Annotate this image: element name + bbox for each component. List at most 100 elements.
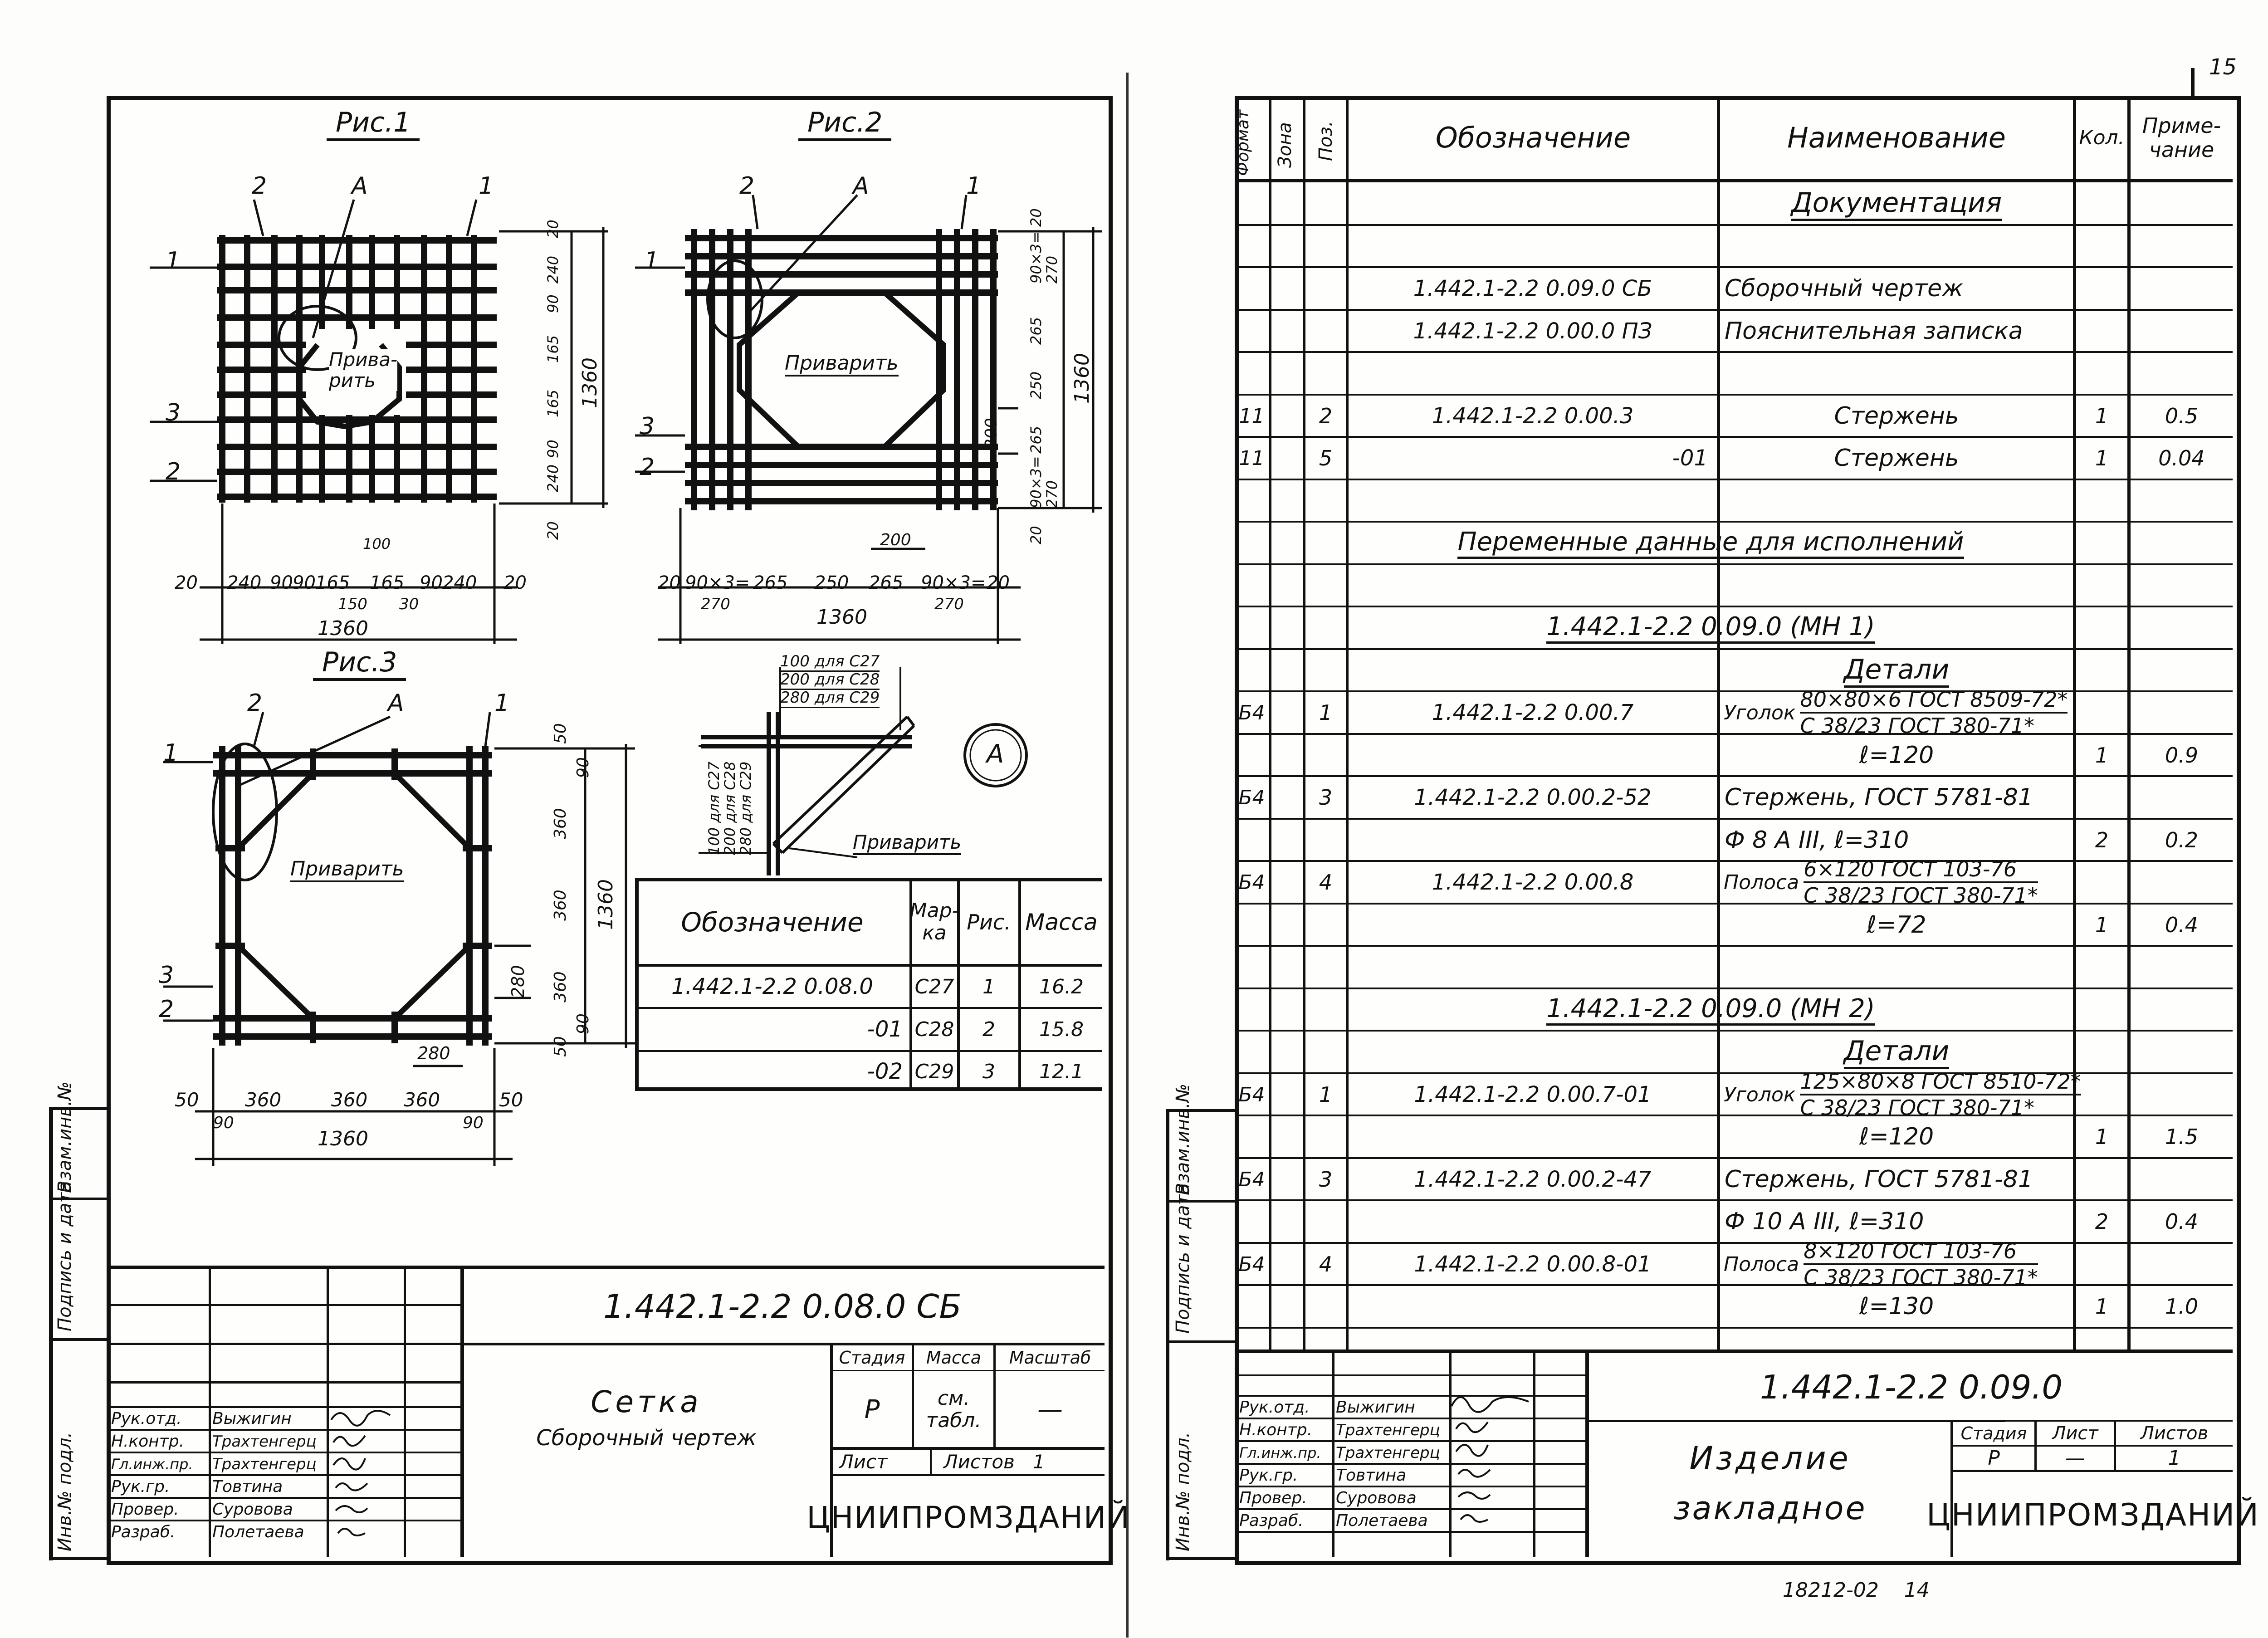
spec-cell-format: Б4 bbox=[1238, 1252, 1265, 1276]
spec-cell-designation: -01 bbox=[1672, 445, 1708, 471]
spec-fraction-den: С 38/23 ГОСТ 380-71* bbox=[1800, 714, 2035, 738]
spec-section-text: Документация bbox=[1791, 187, 2002, 221]
spec-fraction-den: С 38/23 ГОСТ 380-71* bbox=[1804, 883, 2038, 908]
spec-cell-pos: 4 bbox=[1319, 870, 1333, 895]
spec-cell-pos: 5 bbox=[1319, 446, 1333, 470]
fig2-total-width: 1360 bbox=[816, 606, 867, 629]
fig3-label-1: 1 bbox=[494, 689, 510, 717]
side-label-inv: Инв.№ подл. bbox=[54, 1432, 75, 1551]
spec-cell-name: Ф 10 А III, ℓ=310 bbox=[1725, 1208, 1924, 1235]
spec-cell-name: ℓ=120 bbox=[1859, 1123, 1934, 1150]
fig2-label-left-1: 1 bbox=[644, 247, 660, 274]
left-stamp-massa-label: Масса bbox=[926, 1347, 982, 1368]
spec-cell-designation: 1.442.1-2.2 0.00.8-01 bbox=[1414, 1252, 1652, 1277]
spec-header-format: Формат bbox=[1234, 109, 1252, 176]
fig3-label-left-1: 1 bbox=[163, 739, 179, 767]
spec-cell-designation: 1.442.1-2.2 0.00.8 bbox=[1432, 870, 1634, 895]
detail-a-label-side-2: 280 для С29 bbox=[737, 761, 754, 855]
right-stamp-list-label: Лист bbox=[2052, 1423, 2098, 1444]
left-stamp-massa: см.табл. bbox=[926, 1387, 982, 1432]
right-corner-number: 15 bbox=[2209, 54, 2237, 80]
spec-cell-note: 0.2 bbox=[2165, 828, 2199, 852]
spec-cell-designation: 1.442.1-2.2 0.00.3 bbox=[1432, 403, 1634, 429]
right-side-label-inv: Инв.№ подл. bbox=[1173, 1432, 1193, 1551]
spec-cell-name: ℓ=120 bbox=[1859, 742, 1934, 769]
fig3-weld-label: Приварить bbox=[290, 857, 404, 882]
left-stamp-code: 1.442.1-2.2 0.08.0 СБ bbox=[603, 1287, 962, 1325]
spec-cell-note: 0.04 bbox=[2158, 446, 2205, 470]
spec-name-text: Уголок bbox=[1724, 701, 1796, 724]
spec-header-qty: Кол. bbox=[2079, 126, 2125, 149]
spec-cell-note: 0.5 bbox=[2165, 404, 2199, 428]
fig2-dim-inner-v: 200 bbox=[982, 418, 1001, 449]
fig1-label-left-2: 2 bbox=[166, 458, 181, 485]
fig1-title: Рис.1 bbox=[327, 107, 420, 141]
fig3-label-2: 2 bbox=[247, 689, 263, 717]
spec-fraction-num: 8×120 ГОСТ 103-76 bbox=[1804, 1241, 2038, 1265]
fig1-label-2: 2 bbox=[252, 172, 267, 200]
spec-section-text: Детали bbox=[1843, 654, 1950, 688]
spec-header-name: Наименование bbox=[1787, 121, 2006, 154]
spec-cell-format: Б4 bbox=[1238, 701, 1265, 724]
right-stamp-org-logo: ЦНИИПРОМЗДАНИЙ bbox=[1926, 1497, 2260, 1533]
right-stamp-list: — bbox=[2065, 1447, 2085, 1470]
left-stamp-masshtab: — bbox=[1037, 1395, 1063, 1424]
fig2-label-left-2: 2 bbox=[640, 454, 655, 481]
fig2-title: Рис.2 bbox=[798, 107, 892, 141]
detail-a-label-top-1: 200 для С28 bbox=[780, 670, 880, 690]
right-stamp-listov: 1 bbox=[2168, 1447, 2181, 1470]
fig3-title: Рис.3 bbox=[313, 646, 406, 681]
fig1-total-width: 1360 bbox=[318, 617, 368, 640]
spec-cell-format: 11 bbox=[1239, 404, 1265, 428]
spec-cell-note: 0.4 bbox=[2165, 913, 2199, 937]
spec-section-text: Детали bbox=[1843, 1035, 1950, 1069]
spec-wide-text: 1.442.1-2.2 0.09.0 (МН 2) bbox=[1546, 994, 1875, 1026]
left-stamp-name: Сетка bbox=[591, 1384, 702, 1419]
spec-cell-name: ℓ=130 bbox=[1859, 1293, 1934, 1320]
detail-a-mark: А bbox=[987, 739, 1004, 769]
spec-cell-name: Стержень bbox=[1834, 402, 1959, 430]
spec-fraction-den: С 38/23 ГОСТ 380-71* bbox=[1800, 1095, 2035, 1120]
left-stamp-list-label: Лист bbox=[839, 1451, 888, 1473]
spec-section-heading: Документация bbox=[1720, 182, 2073, 225]
spec-fraction-num: 125×80×8 ГОСТ 8510-72* bbox=[1800, 1071, 2081, 1095]
spec-cell-wide: Переменные данные для исполнений bbox=[1349, 522, 2073, 564]
fig2-total-height: 1360 bbox=[1070, 353, 1094, 404]
spec-cell-pos: 1 bbox=[1319, 1082, 1333, 1107]
spec-fraction: 80×80×6 ГОСТ 8509-72*С 38/23 ГОСТ 380-71… bbox=[1800, 689, 2068, 736]
spec-fraction-den: С 38/23 ГОСТ 380-71* bbox=[1804, 1265, 2038, 1290]
spec-cell-name: Стержень, ГОСТ 5781-81 bbox=[1725, 1166, 2033, 1193]
spec-cell-format: Б4 bbox=[1238, 1083, 1265, 1106]
center-fold-line bbox=[1126, 73, 1129, 1638]
fig2-label-left-3: 3 bbox=[640, 413, 655, 440]
spec-header-zone: Зона bbox=[1275, 122, 1295, 168]
spec-cell-qty: 1 bbox=[2095, 743, 2109, 768]
spec-fraction-num: 80×80×6 ГОСТ 8509-72* bbox=[1800, 689, 2068, 714]
spec-cell-pos: 1 bbox=[1319, 700, 1333, 725]
left-stamp-org-logo: ЦНИИПРОМЗДАНИЙ bbox=[807, 1500, 1130, 1535]
fig2-dim-inner: 200 bbox=[880, 531, 911, 549]
fig3-label-left-2: 2 bbox=[159, 996, 174, 1023]
spec-cell-qty: 1 bbox=[2095, 1294, 2109, 1319]
marks-header-fig: Рис. bbox=[967, 909, 1011, 934]
right-stamp-stadia: Р bbox=[1988, 1447, 2000, 1470]
spec-cell-wide: 1.442.1-2.2 0.09.0 (МН 1) bbox=[1349, 606, 2073, 649]
spec-cell-pos: 2 bbox=[1319, 404, 1333, 428]
detail-a-label-top-0: 100 для С27 bbox=[780, 652, 880, 672]
right-stamp-code: 1.442.1-2.2 0.09.0 bbox=[1760, 1368, 2063, 1406]
spec-fraction: 125×80×8 ГОСТ 8510-72*С 38/23 ГОСТ 380-7… bbox=[1800, 1071, 2081, 1118]
fig3-total-height: 1360 bbox=[594, 879, 617, 930]
fig2-weld-label: Приварить bbox=[785, 352, 899, 376]
left-stamp-stadia: Р bbox=[864, 1395, 880, 1424]
spec-cell-pos: 4 bbox=[1319, 1252, 1333, 1276]
left-stamp-subname: Сборочный чертеж bbox=[536, 1425, 757, 1451]
fig3-total-width: 1360 bbox=[318, 1127, 368, 1150]
detail-a-weld-label: Приварить bbox=[853, 831, 962, 855]
fig1-dim-inner: 100 bbox=[363, 535, 391, 553]
spec-cell-note: 0.4 bbox=[2165, 1209, 2199, 1234]
